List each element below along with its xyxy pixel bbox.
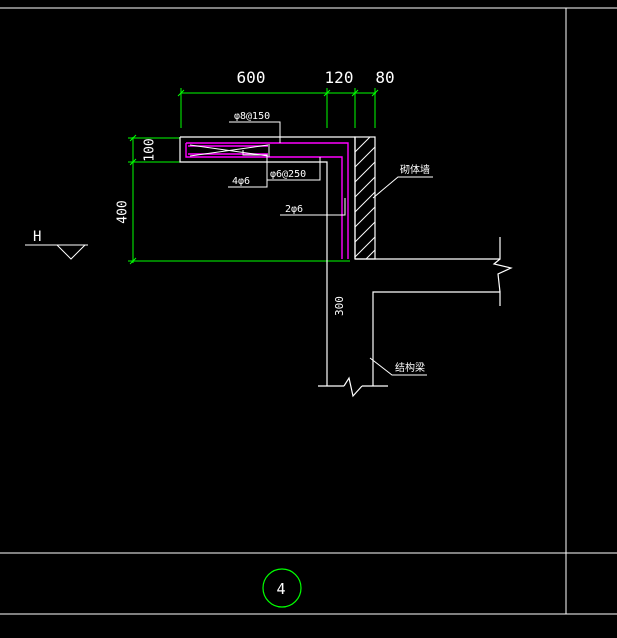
rebar-cross-marks: [189, 144, 270, 157]
rebar-label-stirrup: φ6@250: [270, 169, 306, 180]
rebar-label-long-bars: 4φ6: [232, 176, 250, 187]
masonry-wall: [354, 136, 376, 260]
dimension-100: 100: [143, 138, 158, 161]
level-mark-h: H: [33, 229, 41, 245]
drawing-frame: [0, 7, 617, 615]
dimension-400: 400: [116, 200, 131, 223]
leader-lines: [228, 121, 433, 376]
detail-number-circle: [262, 568, 302, 608]
dimension-300: 300: [333, 296, 346, 316]
level-marker: [25, 244, 88, 260]
rebar-label-top-bar: φ8@150: [234, 111, 270, 122]
dimension-120: 120: [325, 68, 354, 87]
top-dimension-chain: [177, 88, 379, 128]
wall-label: 砌体墙: [400, 163, 430, 176]
beam-label: 结构梁: [395, 361, 425, 374]
rebar-label-corner-bars: 2φ6: [285, 204, 303, 215]
concrete-outline: [179, 136, 513, 398]
dimension-80: 80: [375, 68, 394, 87]
detail-number: 4: [276, 580, 285, 598]
dimension-600: 600: [237, 68, 266, 87]
